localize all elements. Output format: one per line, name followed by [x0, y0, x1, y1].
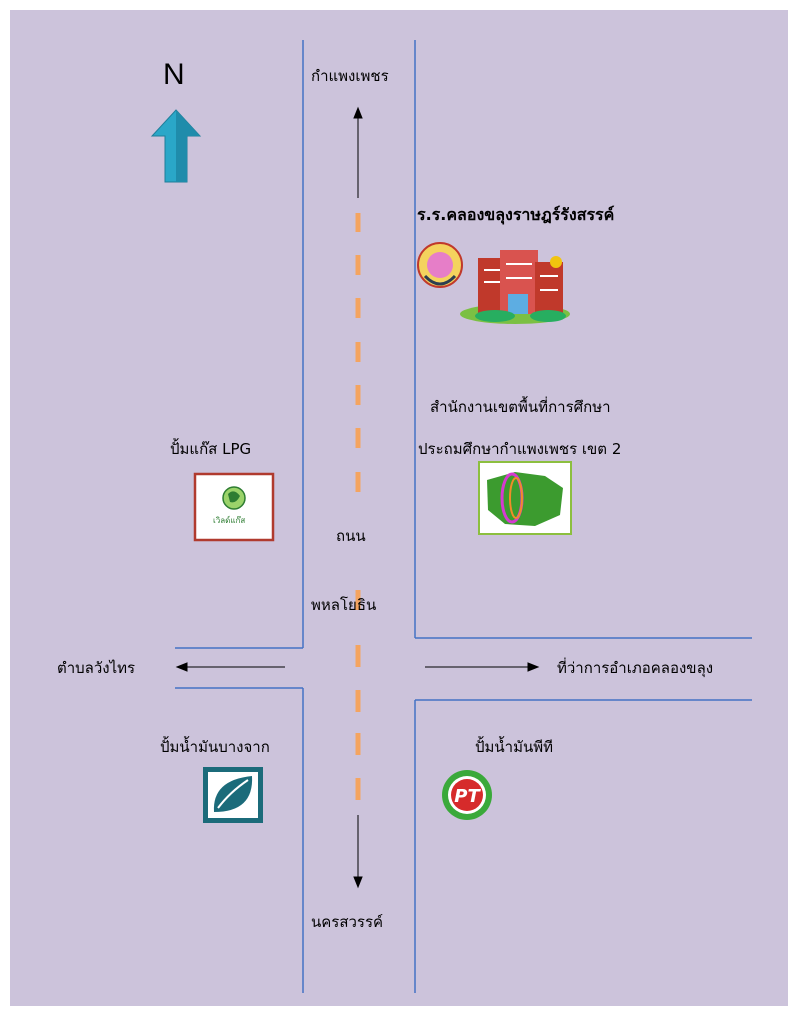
education-office-label-line1: สำนักงานเขตพื้นที่การศึกษา [430, 398, 611, 416]
world-gas-logo-text: เวิลด์แก๊ส [213, 516, 246, 525]
bangchak-logo-icon [203, 767, 263, 823]
school-seal-icon [417, 242, 463, 288]
school-label: ร.ร.คลองขลุงราษฎร์รังสรรค์ [417, 205, 615, 224]
pt-logo-icon: PT [442, 770, 492, 820]
svg-text:PT: PT [454, 786, 481, 807]
pt-station-label: ปั้มน้ำมันพีที [475, 738, 554, 756]
south-destination-label: นครสวรรค์ [311, 913, 384, 931]
north-label: N [163, 58, 185, 91]
school-building-icon [460, 250, 570, 324]
education-office-logo-icon [478, 461, 572, 535]
map-background [10, 10, 788, 1006]
west-destination-label: ตำบลวังไทร [57, 659, 136, 677]
world-gas-logo-icon [193, 472, 275, 542]
east-destination-label: ที่ว่าการอำเภอคลองขลุง [557, 659, 714, 677]
road-edges [175, 40, 752, 993]
lpg-station-label: ปั้มแก๊ส LPG [170, 440, 252, 458]
direction-arrows [175, 106, 540, 889]
north-destination-label: กำแพงเพชร [311, 67, 389, 85]
education-office-label-line2: ประถมศึกษากำแพงเพชร เขต 2 [418, 440, 622, 458]
north-arrow-icon [150, 109, 202, 183]
bangchak-station-label: ปั้มน้ำมันบางจาก [160, 738, 270, 756]
main-road-label-line1: ถนน [336, 527, 366, 545]
main-road-label-line2: พหลโยธิน [311, 596, 377, 614]
